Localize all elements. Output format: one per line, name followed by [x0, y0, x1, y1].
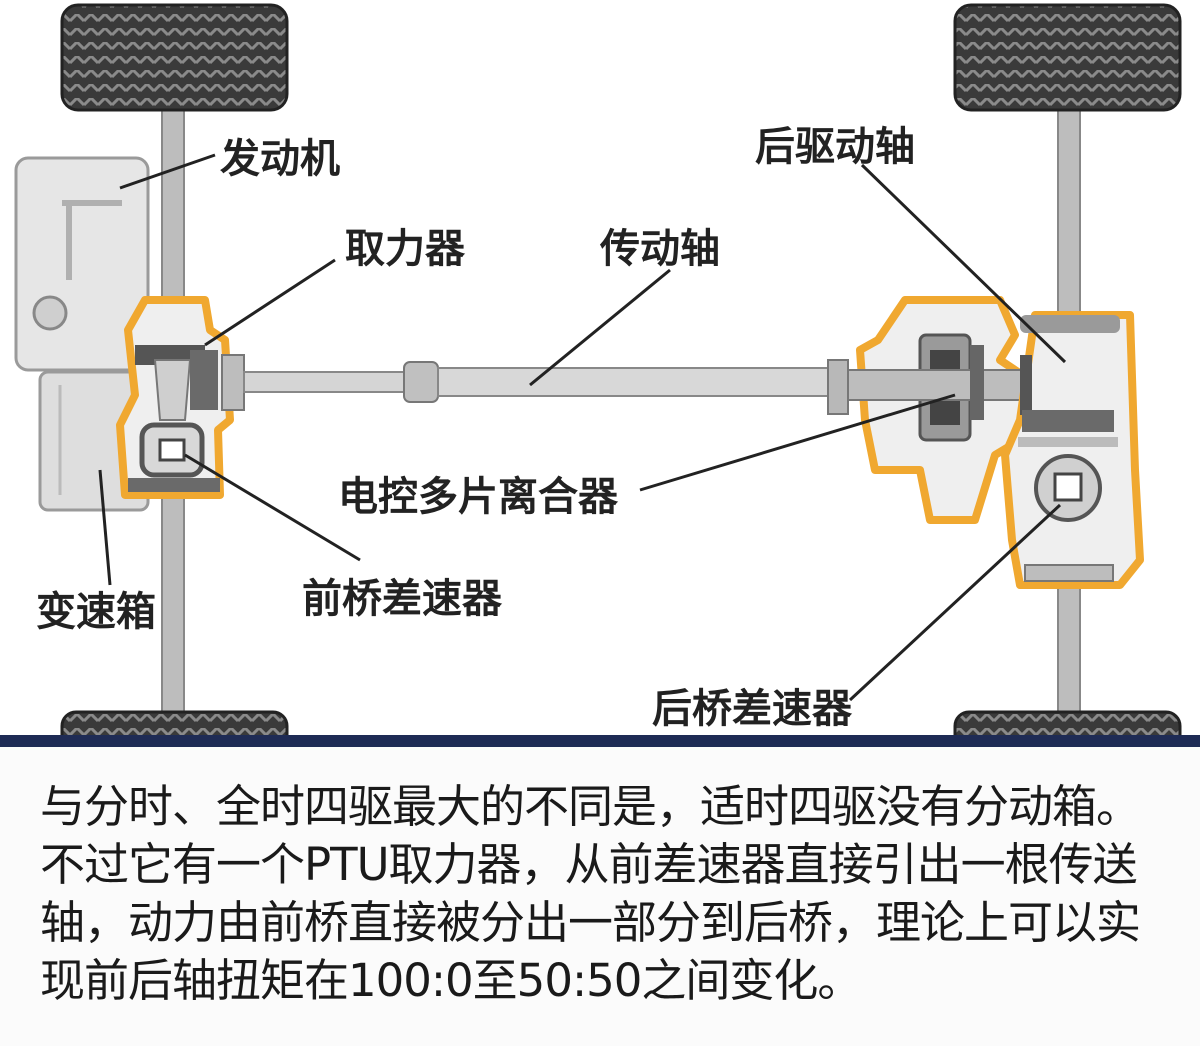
caption-panel — [0, 735, 1200, 1046]
label-front-diff: 前桥差速器 — [302, 576, 503, 622]
front-right-tire — [60, 710, 289, 735]
label-gearbox: 变速箱 — [36, 589, 156, 635]
rear-differential — [1024, 454, 1114, 582]
front-left-tire — [60, 3, 289, 112]
caption-divider-bar — [0, 735, 1200, 747]
rear-left-tire — [953, 3, 1182, 112]
engine-block — [14, 156, 150, 372]
clutch-housing — [847, 296, 1034, 524]
label-rear-axle: 后驱动轴 — [755, 124, 915, 170]
label-engine: 发动机 — [220, 136, 340, 182]
rear-diff-housing — [1001, 311, 1144, 589]
rear-right-tire — [953, 710, 1182, 735]
caption-text: 与分时、全时四驱最大的不同是，适时四驱没有分动箱。不过它有一个PTU取力器，从前… — [40, 780, 1141, 1007]
label-driveshaft: 传动轴 — [599, 226, 720, 272]
front-differential — [128, 422, 220, 492]
label-clutch: 电控多片离合器 — [338, 474, 619, 520]
drive-shaft — [243, 359, 849, 415]
awd-drivetrain-diagram: 发动机 取力器 传动轴 后驱动轴 电控多片离合器 变速箱 前桥差速器 后桥差速器 — [14, 3, 1182, 735]
label-ptu: 取力器 — [345, 226, 466, 272]
leader-lines — [98, 153, 1067, 702]
label-rear-diff: 后桥差速器 — [652, 686, 853, 732]
